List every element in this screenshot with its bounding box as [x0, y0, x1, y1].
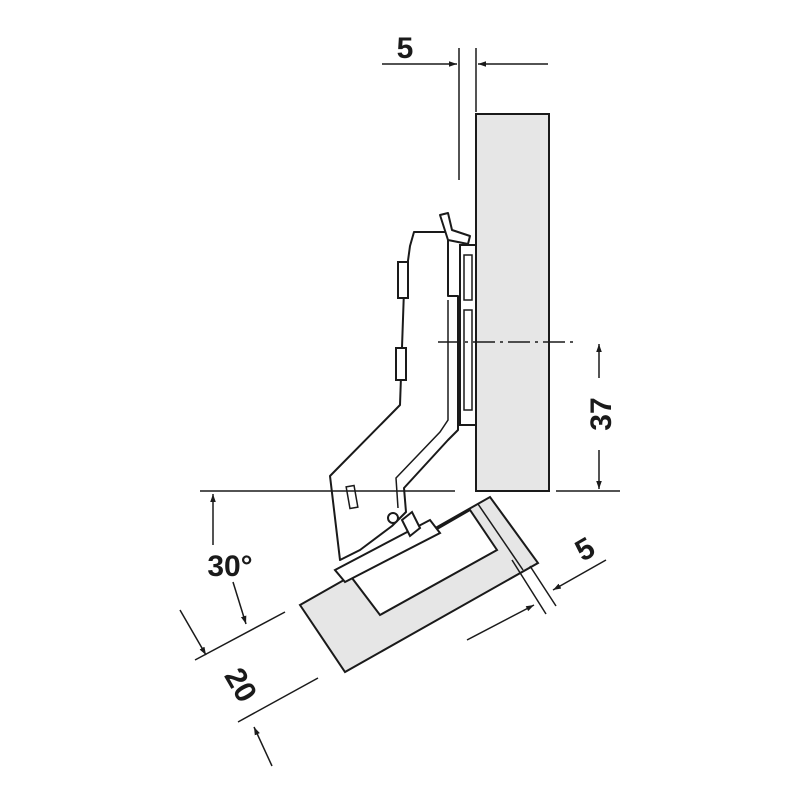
dim-door-gap-arrow-lower — [466, 604, 535, 641]
adjustment-screw-upper — [397, 261, 409, 299]
dim-door-gap-ext-upper — [511, 559, 547, 615]
dim-20-arrow-lower — [253, 726, 273, 767]
adjustment-screw-lower — [395, 347, 407, 381]
dim-20-ext-lower — [237, 677, 319, 723]
mounting-plate — [459, 244, 477, 426]
dim-door-gap-ext-lower — [529, 565, 557, 607]
dim-angle-arrow-down — [232, 581, 247, 625]
hinge-arm-inner-edge — [395, 300, 449, 509]
hinge-pivot-pin — [387, 512, 399, 524]
dim-door-gap-arrow-upper — [552, 559, 607, 591]
hinge-cup-rim — [333, 518, 442, 584]
cabinet-side-panel — [475, 113, 550, 492]
dim-20-arrow-upper — [179, 609, 207, 656]
hinge-clip-top — [439, 212, 471, 245]
mounting-plate-slot-lower — [463, 309, 473, 411]
hinge-arm-slot — [345, 484, 359, 510]
dim-door-thickness-label: 20 — [218, 663, 263, 708]
door-edge-line — [477, 503, 524, 571]
dim-opening-angle-label: 30° — [207, 550, 252, 583]
dim-door-gap-label: 5 — [570, 531, 601, 568]
dim-top-gap-label: 5 — [397, 32, 414, 65]
dim-20-ext-upper — [194, 611, 286, 661]
hinge-arm — [329, 231, 459, 561]
dim-side-offset-label: 37 — [585, 397, 618, 430]
hinge-knuckle — [400, 510, 422, 538]
mounting-plate-slot-upper — [463, 254, 473, 301]
